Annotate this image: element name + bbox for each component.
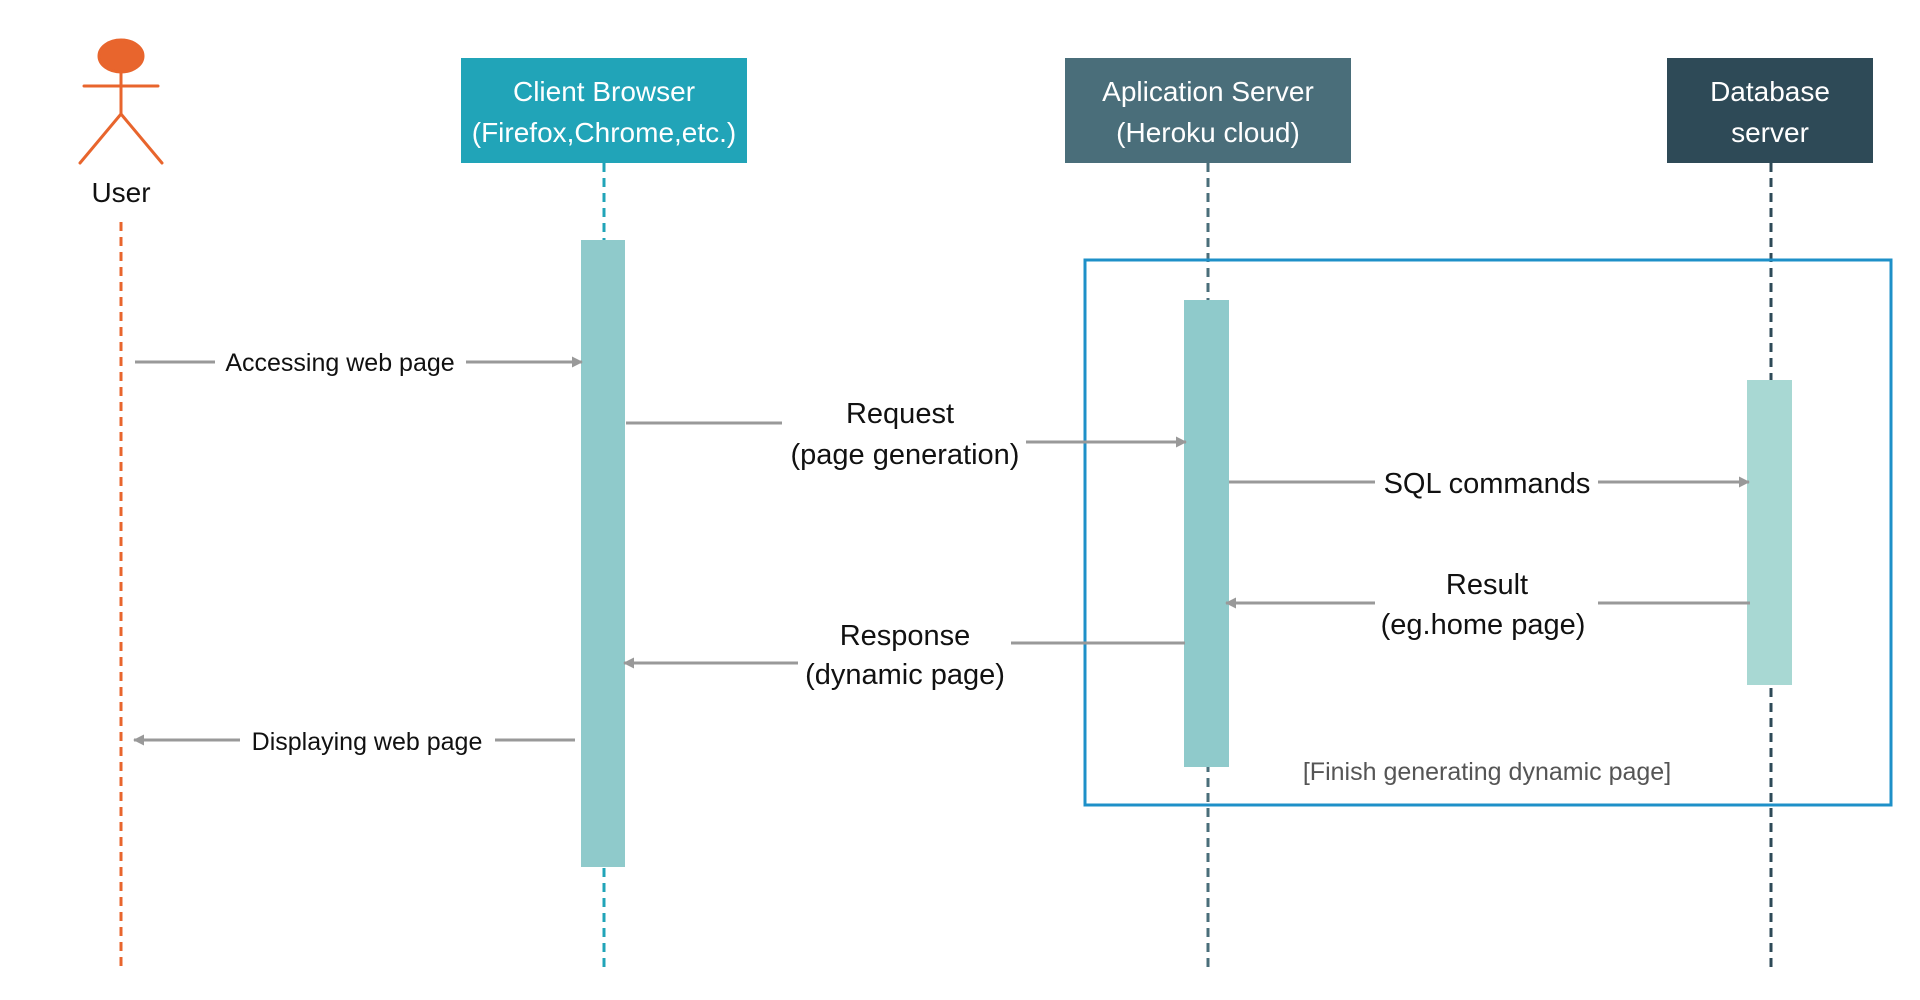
- fragment-box: [1083, 258, 1893, 807]
- user-actor: User: [78, 38, 164, 208]
- response-label: Response: [840, 620, 971, 652]
- message-request: Request (page generation): [626, 398, 1187, 471]
- sql-commands-label: SQL commands: [1384, 468, 1591, 500]
- participant-client-browser: Client Browser (Firefox,Chrome,etc.): [461, 58, 747, 163]
- message-sql-commands: SQL commands: [1229, 468, 1750, 500]
- message-accessing-web-page: Accessing web page: [135, 349, 583, 377]
- message-result: Result (eg.home page): [1225, 569, 1750, 641]
- user-stick-figure-icon: [78, 38, 164, 165]
- application-server-subtitle: (Heroku cloud): [1116, 117, 1300, 148]
- user-label: User: [91, 177, 150, 208]
- client-browser-title: Client Browser: [513, 76, 695, 107]
- database-server-subtitle: server: [1731, 117, 1809, 148]
- client-browser-subtitle: (Firefox,Chrome,etc.): [472, 117, 737, 148]
- application-server-title: Aplication Server: [1102, 76, 1314, 107]
- accessing-web-page-label: Accessing web page: [225, 349, 454, 377]
- response-sublabel: (dynamic page): [805, 659, 1005, 691]
- request-sublabel: (page generation): [791, 439, 1020, 471]
- displaying-web-page-label: Displaying web page: [252, 728, 483, 756]
- message-displaying-web-page: Displaying web page: [133, 728, 575, 756]
- app-activation-bar: [1184, 300, 1229, 767]
- request-label: Request: [846, 398, 954, 430]
- result-sublabel: (eg.home page): [1381, 609, 1586, 641]
- client-activation-bar: [581, 240, 625, 867]
- participant-database-server: Database server: [1667, 58, 1873, 163]
- message-response: Response (dynamic page): [623, 620, 1185, 691]
- database-server-title: Database: [1710, 76, 1830, 107]
- result-label: Result: [1446, 569, 1528, 601]
- participant-application-server: Aplication Server (Heroku cloud): [1065, 58, 1351, 163]
- db-activation-bar: [1747, 380, 1792, 685]
- fragment-guard-label: [Finish generating dynamic page]: [1303, 758, 1671, 786]
